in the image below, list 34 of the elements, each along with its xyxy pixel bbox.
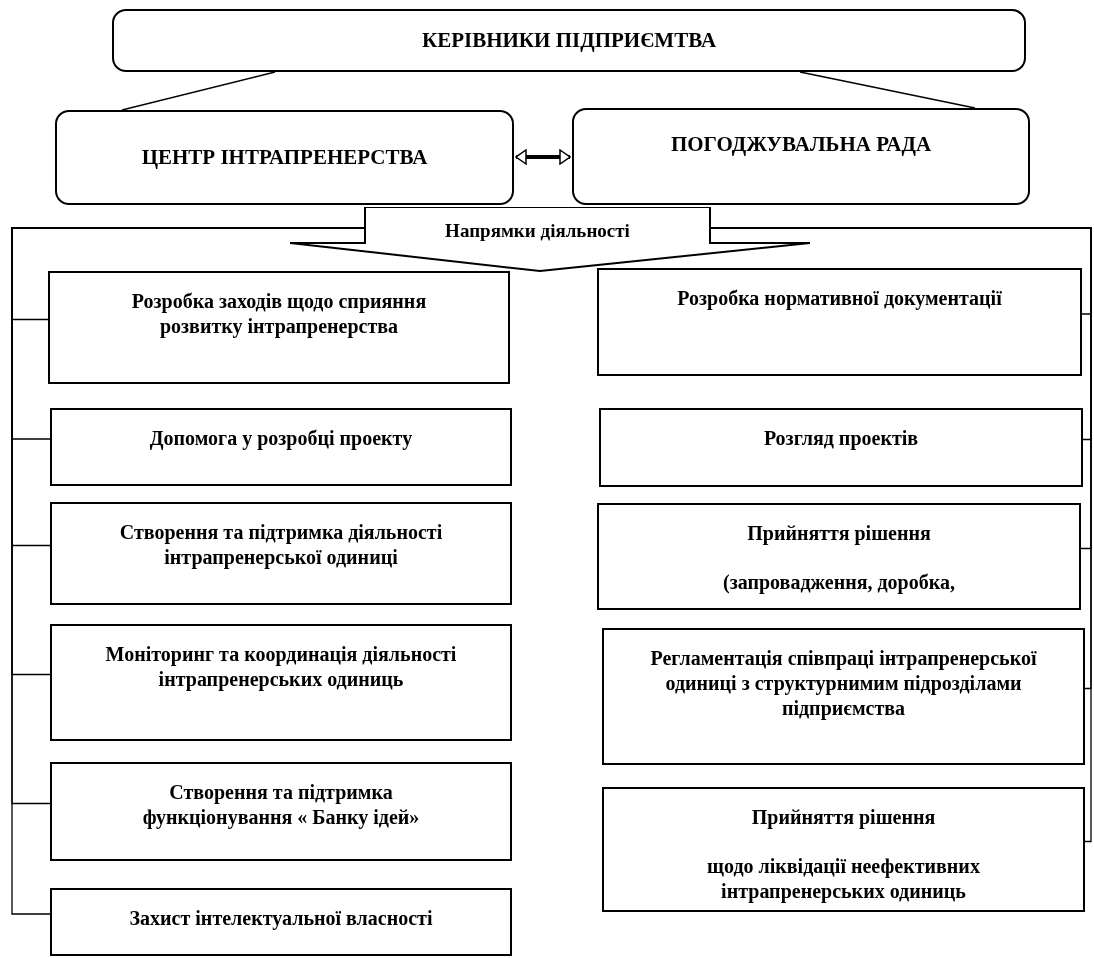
activity-box [602, 628, 1085, 765]
activity-box [50, 624, 512, 741]
activity-box [599, 408, 1083, 487]
activity-box [50, 408, 512, 486]
activity-text: Захист інтелектуальної власності [129, 906, 433, 931]
activity-text: Прийняття рішення [747, 521, 931, 546]
activity-text: Регламентація співпраці інтрапренерської одиниці з структурнимим підрозділами підприємства [649, 646, 1038, 721]
activity-box [597, 268, 1082, 376]
activity-text: Прийняття рішення [751, 805, 936, 830]
direction-heading: Напрямки діяльності [445, 220, 630, 241]
connector-line [799, 71, 976, 109]
org-unit-box [572, 108, 1030, 205]
activity-detail: щодо ліквідації неефективних інтрапренерських одиниць [706, 854, 981, 904]
connector-line [121, 71, 276, 111]
activity-text: Розробка нормативної документації [677, 286, 1002, 311]
activity-text: Розгляд проектів [763, 426, 919, 451]
activity-box [50, 888, 512, 956]
activity-text: Розробка заходів щодо сприяння розвитку інтрапренерства [130, 289, 428, 339]
activity-text: Допомога у розробці проекту [149, 426, 413, 451]
activity-text: Створення та підтримка функціонування « Банку ідей» [141, 780, 421, 830]
unit-title: ЦЕНТР ІНТРАПРЕНЕРСТВА [141, 145, 428, 170]
activity-box [48, 271, 510, 384]
unit-title: ПОГОДЖУВАЛЬНА РАДА [670, 132, 932, 157]
activity-box [50, 502, 512, 605]
activity-box [597, 503, 1081, 610]
activity-text: Моніторинг та координація діяльності інтрапренерських одиниць [104, 642, 458, 692]
activity-text: Створення та підтримка діяльності інтрапренерської одиниці [118, 520, 444, 570]
activity-box [602, 787, 1085, 912]
activity-detail: (запровадження, доробка, [723, 570, 955, 595]
org-unit-box [55, 110, 514, 205]
unit-title: КЕРІВНИКИ ПІДПРИЄМТВА [421, 28, 717, 53]
double-arrow [515, 149, 571, 165]
org-unit-box [112, 9, 1026, 72]
activity-box [50, 762, 512, 861]
